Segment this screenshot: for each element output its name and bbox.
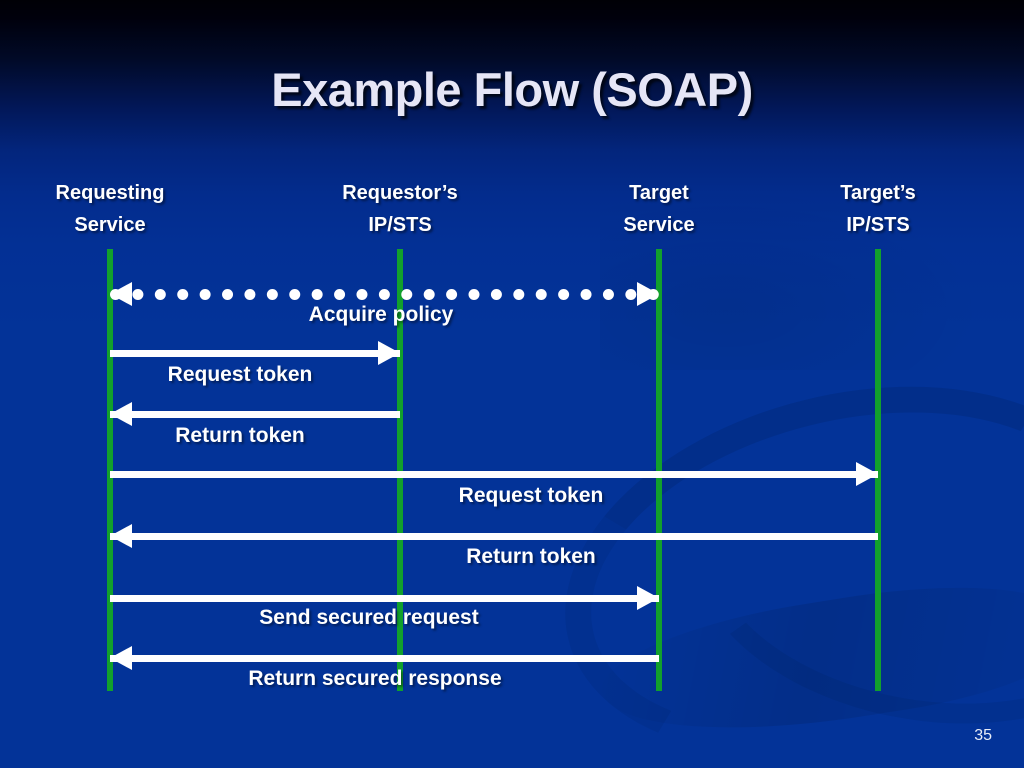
arrow-shaft-request-token-2 — [110, 471, 878, 478]
arrow-head-right-acquire-policy — [637, 282, 659, 306]
arrow-head-left-return-token-2 — [110, 524, 132, 548]
message-label-acquire-policy: Acquire policy — [308, 303, 454, 326]
lifeline-bar-requestors-ip-sts — [397, 249, 403, 691]
lifeline-bar-target-service — [656, 249, 662, 691]
background-swirl-decoration — [525, 331, 1024, 768]
arrow-head-right-send-secured-request — [637, 586, 659, 610]
message-label-request-token-2: Request token — [458, 484, 604, 507]
arrow-shaft-acquire-policy — [110, 289, 659, 300]
slide-title: Example Flow (SOAP) — [271, 63, 753, 116]
arrow-head-right-request-token-1 — [378, 341, 400, 365]
arrow-shaft-request-token-1 — [110, 350, 400, 357]
arrow-shaft-return-secured-response — [110, 655, 659, 662]
lifeline-header-target-service: Target Service — [623, 182, 695, 237]
arrow-shaft-send-secured-request — [110, 595, 659, 602]
background-swirl-decoration-2 — [668, 391, 1024, 759]
message-label-return-token-2: Return token — [466, 545, 596, 568]
lifeline-header-targets-ip-sts: Target’s IP/STS — [840, 182, 916, 237]
message-label-send-secured-request: Send secured request — [259, 606, 479, 629]
arrow-head-right-request-token-2 — [856, 462, 878, 486]
slide-page-number: 35 — [974, 727, 992, 744]
lifeline-bar-requesting-service — [107, 249, 113, 691]
lifeline-header-requesting-service: Requesting Service — [55, 182, 165, 237]
message-label-return-secured-response: Return secured response — [248, 667, 502, 690]
arrow-head-left-return-token-1 — [110, 402, 132, 426]
arrow-shaft-return-token-1 — [110, 411, 400, 418]
message-label-request-token-1: Request token — [167, 363, 313, 386]
arrow-shaft-return-token-2 — [110, 533, 878, 540]
arrow-head-left-return-secured-response — [110, 646, 132, 670]
arrow-head-left-acquire-policy — [110, 282, 132, 306]
message-label-return-token-1: Return token — [175, 424, 305, 447]
lifeline-bar-targets-ip-sts — [875, 249, 881, 691]
lifeline-header-requestors-ip-sts: Requestor’s IP/STS — [342, 182, 458, 237]
